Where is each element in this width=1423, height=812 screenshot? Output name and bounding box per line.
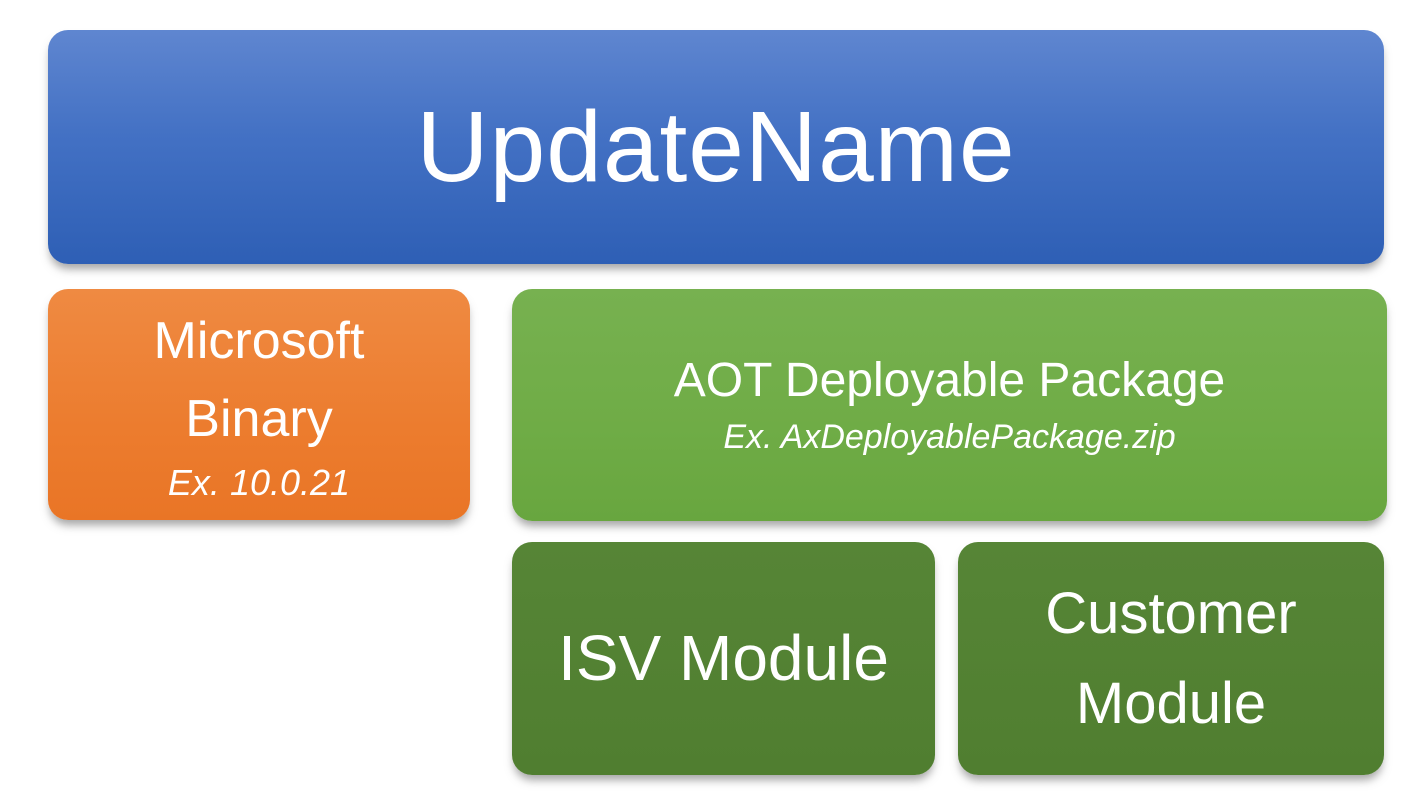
update-name-label: UpdateName [416, 91, 1016, 203]
customer-module-box: Customer Module [958, 542, 1384, 775]
microsoft-binary-box: Microsoft Binary Ex. 10.0.21 [48, 289, 470, 520]
isv-module-box: ISV Module [512, 542, 935, 775]
microsoft-binary-example: Ex. 10.0.21 [167, 462, 351, 504]
isv-module-label: ISV Module [558, 622, 889, 695]
aot-deployable-package-label: AOT Deployable Package [673, 353, 1226, 407]
microsoft-binary-label: Microsoft Binary [153, 312, 365, 449]
aot-deployable-package-example: Ex. AxDeployablePackage.zip [723, 417, 1176, 456]
customer-module-label: Customer Module [1045, 580, 1297, 736]
update-name-box: UpdateName [48, 30, 1384, 264]
aot-deployable-package-box: AOT Deployable Package Ex. AxDeployableP… [512, 289, 1387, 521]
